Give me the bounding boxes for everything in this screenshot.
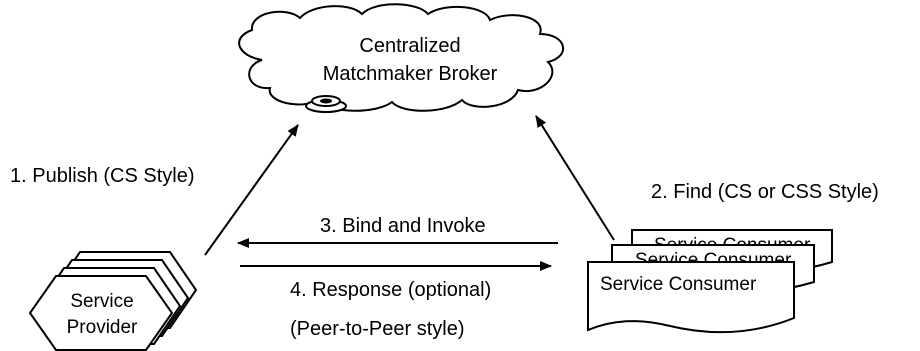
broker-title-line2: Matchmaker Broker xyxy=(323,63,498,85)
step-bind-label: 3. Bind and Invoke xyxy=(320,215,486,237)
broker-cloud: Centralized Matchmaker Broker xyxy=(238,3,565,112)
consumer-doc-front xyxy=(587,261,795,334)
step-publish-label: 1. Publish (CS Style) xyxy=(10,165,195,187)
provider-shape-front xyxy=(28,275,174,351)
broker-title-line1: Centralized xyxy=(359,35,460,57)
publish-arrow xyxy=(204,124,299,256)
consumer-label-front: Service Consumer xyxy=(600,274,757,295)
service-provider: Service Provider xyxy=(28,251,198,351)
step-response-label: 4. Response (optional) xyxy=(290,279,491,301)
step-find-label: 2. Find (CS or CSS Style) xyxy=(651,181,879,203)
database-icon xyxy=(305,95,347,113)
consumer-label-mid: Service Consumer xyxy=(635,250,792,271)
peer-style-label: (Peer-to-Peer style) xyxy=(290,318,465,340)
find-arrow xyxy=(535,115,615,241)
provider-label-line1: Service xyxy=(70,291,133,312)
consumer-label-back: Service Consumer xyxy=(654,235,811,256)
service-consumer: Service Consumer Service Consumer Servic… xyxy=(587,229,833,334)
provider-label-line2: Provider xyxy=(67,317,138,338)
